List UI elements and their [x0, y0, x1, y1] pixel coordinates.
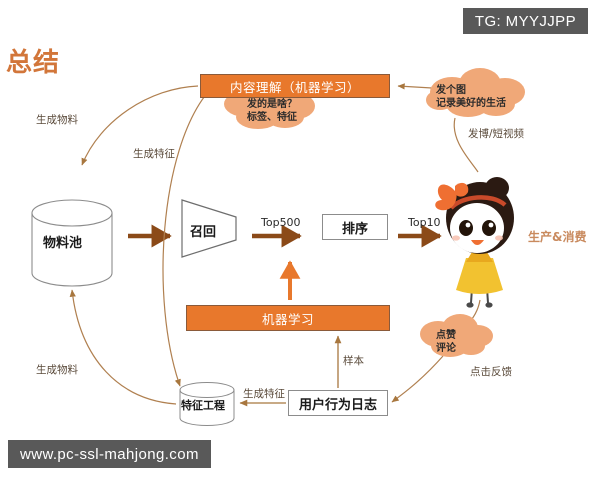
annotation-produce-consume: 生产&消费	[528, 230, 587, 244]
cartoon-girl-avatar	[435, 177, 514, 308]
edge-label-top10: Top10	[408, 216, 441, 229]
feature-engineering-cylinder	[179, 382, 235, 426]
watermark-top-right: TG: MYYJJPP	[462, 8, 588, 34]
node-material-pool-label: 物料池	[43, 236, 83, 251]
node-content-understanding[interactable]: 内容理解（机器学习）	[200, 74, 390, 98]
cloud-post-tag-line2: 标签、特征	[247, 112, 297, 123]
watermark-bottom-left: www.pc-ssl-mahjong.com	[8, 440, 211, 468]
cloud-publish-line1: 发个图	[436, 85, 466, 96]
edge-label-top500: Top500	[261, 216, 301, 229]
edge-label-generate-feature-top: 生成特征	[133, 148, 175, 160]
cloud-publish-line2: 记录美好的生活	[436, 98, 506, 109]
edge-label-generate-feature-bottom: 生成特征	[243, 388, 285, 400]
curve-publish-to-content	[397, 83, 433, 90]
cloud-feedback-line2: 评论	[436, 343, 456, 354]
cloud-publish	[426, 68, 525, 117]
curve-generate-feature-top	[162, 91, 209, 387]
cloud-feedback-line1: 点赞	[436, 330, 456, 341]
cloud-post-tag-line1: 发的是啥？	[247, 99, 297, 110]
curve-generate-material-bottom	[69, 289, 177, 405]
edge-label-generate-material-top: 生成物料	[36, 114, 78, 126]
recall-trapezoid	[181, 199, 237, 258]
node-user-behavior-log[interactable]: 用户行为日志	[288, 390, 388, 416]
node-machine-learning[interactable]: 机器学习	[186, 305, 390, 331]
edge-label-publish-channel: 发博/短视频	[468, 128, 525, 140]
page-title: 总结	[6, 48, 61, 78]
node-feature-engineering-label: 特征工程	[181, 399, 225, 412]
curve-feedback-to-log	[391, 355, 444, 403]
edge-label-generate-material-bottom: 生成物料	[36, 364, 78, 376]
node-recall-label: 召回	[190, 225, 217, 240]
node-ranking[interactable]: 排序	[322, 214, 388, 240]
curve-generate-material-top	[81, 85, 199, 166]
edge-label-sample: 样本	[343, 355, 364, 367]
edge-label-click-feedback: 点击反馈	[470, 366, 512, 378]
curve-character-to-publish	[453, 117, 479, 173]
cloud-feedback	[420, 314, 493, 357]
material-pool-cylinder	[31, 199, 113, 287]
